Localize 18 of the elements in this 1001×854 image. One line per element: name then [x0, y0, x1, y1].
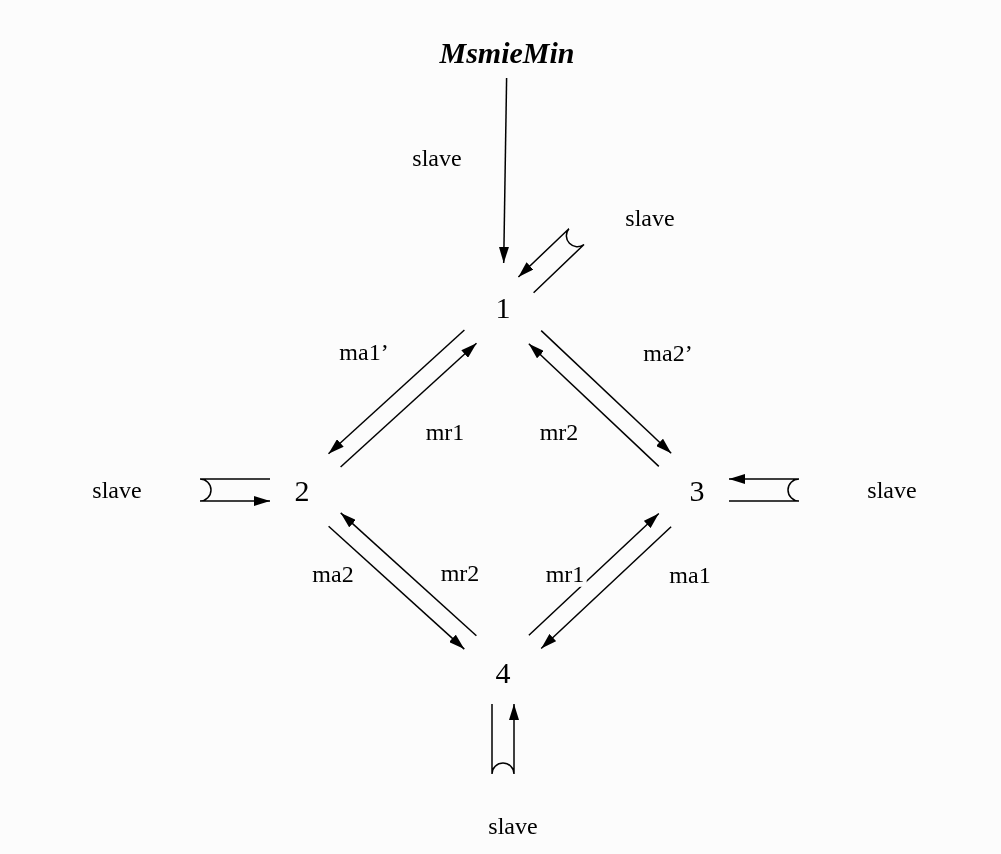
arrow	[327, 525, 466, 650]
loop-arrow	[517, 227, 585, 294]
arrow	[528, 342, 660, 468]
state-label: 2	[294, 473, 310, 507]
arrow	[540, 329, 672, 455]
loop-arrow	[491, 703, 519, 775]
arrow	[339, 512, 478, 637]
arrow	[528, 512, 660, 637]
state-label: 4	[495, 655, 511, 689]
state-label: 1	[495, 290, 511, 324]
arrow	[327, 329, 466, 455]
arrow	[498, 77, 509, 264]
arrow	[339, 342, 478, 468]
state-label: 3	[689, 473, 705, 507]
arrow	[540, 525, 672, 650]
loop-arrow	[728, 474, 800, 502]
loop-arrow	[199, 478, 271, 506]
start-label: MsmieMin	[439, 35, 575, 69]
